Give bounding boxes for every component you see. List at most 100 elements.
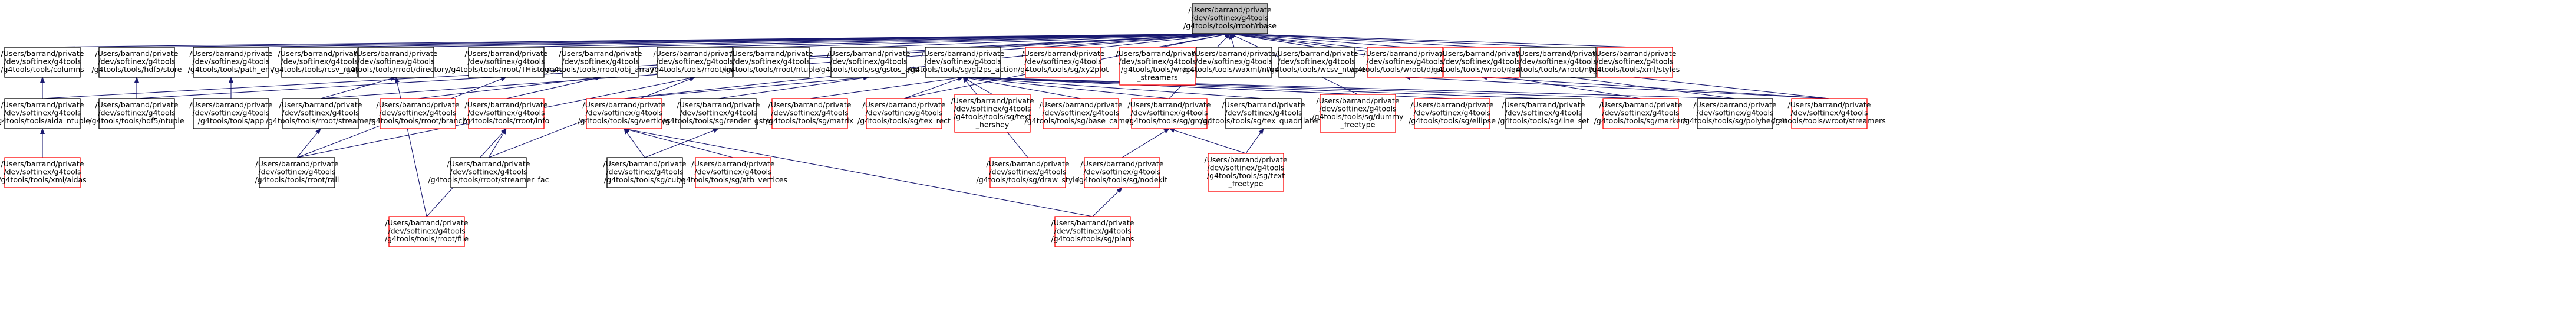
node-text_hershey[interactable]: /Users/barrand/private/dev/softinex/g4to…: [951, 94, 1034, 133]
node-label-line: /Users/barrand/private: [1502, 100, 1585, 109]
node-label-line: /Users/barrand/private: [1599, 100, 1682, 109]
node-streamer_fac[interactable]: /Users/barrand/private/dev/softinex/g4to…: [428, 157, 549, 188]
node-sg_plans[interactable]: /Users/barrand/private/dev/softinex/g4to…: [1051, 216, 1134, 247]
node-label-line: /dev/softinex/g4tools: [1443, 57, 1520, 66]
node-tex_rect[interactable]: /Users/barrand/private/dev/softinex/g4to…: [857, 98, 951, 129]
node-label-line: /g4tools/tools/rroot/iros: [652, 65, 738, 74]
node-gl2ps_action[interactable]: /Users/barrand/private/dev/softinex/g4to…: [908, 47, 1018, 78]
node-wcsv_ntuple[interactable]: /Users/barrand/private/dev/softinex/g4to…: [1268, 47, 1365, 78]
dependency-edge: [962, 75, 1641, 99]
node-app[interactable]: /Users/barrand/private/dev/softinex/g4to…: [189, 98, 273, 129]
node-label-line: /Users/barrand/private: [691, 159, 774, 168]
dependency-edge: [868, 31, 1231, 48]
node-box: [1505, 98, 1582, 129]
node-columns[interactable]: /Users/barrand/private/dev/softinex/g4to…: [1, 47, 84, 78]
edge-line_set-to-gl2ps_action: [962, 75, 1544, 99]
node-box: [1367, 47, 1443, 78]
node-line_set[interactable]: /Users/barrand/private/dev/softinex/g4to…: [1498, 98, 1589, 129]
node-rroot_streamers[interactable]: /Users/barrand/private/dev/softinex/g4to…: [266, 98, 375, 129]
node-aida_ntuple[interactable]: /Users/barrand/private/dev/softinex/g4to…: [0, 98, 90, 129]
node-text_freetype[interactable]: /Users/barrand/private/dev/softinex/g4to…: [1204, 153, 1288, 192]
dependency-edge: [488, 128, 507, 158]
node-box: [1131, 98, 1208, 129]
node-rroot_info[interactable]: /Users/barrand/private/dev/softinex/g4to…: [463, 98, 550, 129]
node-label-line: /Users/barrand/private: [827, 49, 910, 58]
node-xml_aidas[interactable]: /Users/barrand/private/dev/softinex/g4to…: [0, 157, 87, 188]
dependency-edge: [417, 76, 601, 99]
node-THistogram[interactable]: /Users/barrand/private/dev/softinex/g4to…: [448, 47, 564, 78]
node-label-line: /dev/softinex/g4tools: [1083, 168, 1160, 176]
edge-sg_cube-to-sg_vertices: [624, 128, 645, 158]
node-box: [380, 98, 456, 129]
node-tex_quadrilateral[interactable]: /Users/barrand/private/dev/softinex/g4to…: [1200, 98, 1327, 129]
node-polyhedron[interactable]: /Users/barrand/private/dev/softinex/g4to…: [1683, 98, 1787, 129]
node-base_camera[interactable]: /Users/barrand/private/dev/softinex/g4to…: [1025, 98, 1137, 129]
node-label-line: /dev/softinex/g4tools: [4, 168, 81, 176]
node-rcsv_ntuple[interactable]: /Users/barrand/private/dev/softinex/g4to…: [272, 47, 367, 78]
node-wroot_named[interactable]: /Users/barrand/private/dev/softinex/g4to…: [1431, 47, 1532, 78]
dependency-edge: [962, 75, 1544, 99]
node-hdf5_ntuple[interactable]: /Users/barrand/private/dev/softinex/g4to…: [89, 98, 184, 129]
dependency-edge: [600, 31, 1231, 48]
node-draw_style[interactable]: /Users/barrand/private/dev/softinex/g4to…: [977, 157, 1080, 188]
node-label-line: /g4tools/tools/sg/text: [954, 112, 1031, 121]
node-wroot_streamers[interactable]: /Users/barrand/private/dev/softinex/g4to…: [1116, 47, 1199, 86]
node-label-line: /Users/barrand/private: [1440, 49, 1523, 58]
node-label-line: /dev/softinex/g4tools: [680, 109, 757, 117]
node-label-line: /dev/softinex/g4tools: [830, 57, 907, 66]
node-label-line: /g4tools/tools/sg/matrix: [766, 116, 853, 125]
node-label-line: /Users/barrand/private: [862, 100, 945, 109]
node-box: [193, 47, 269, 78]
node-render_gstos[interactable]: /Users/barrand/private/dev/softinex/g4to…: [663, 98, 774, 129]
node-atb_vertices[interactable]: /Users/barrand/private/dev/softinex/g4to…: [679, 157, 787, 188]
node-label-line: /g4tools/tools/rroot/info: [463, 116, 550, 125]
node-waxml_ntuple[interactable]: /Users/barrand/private/dev/softinex/g4to…: [1183, 47, 1285, 78]
edge-rroot_iros-to-root: [694, 31, 1231, 48]
node-sg_nodekit[interactable]: /Users/barrand/private/dev/softinex/g4to…: [1077, 157, 1167, 188]
node-xy2plot[interactable]: /Users/barrand/private/dev/softinex/g4to…: [1018, 47, 1109, 78]
node-obj_array[interactable]: /Users/barrand/private/dev/softinex/g4to…: [547, 47, 654, 78]
node-wroot_directory[interactable]: /Users/barrand/private/dev/softinex/g4to…: [1351, 47, 1460, 78]
node-sg_markers[interactable]: /Users/barrand/private/dev/softinex/g4to…: [1594, 98, 1688, 129]
node-label-line: /dev/softinex/g4tools: [954, 104, 1031, 113]
node-wroot_streamers2[interactable]: /Users/barrand/private/dev/softinex/g4to…: [1773, 98, 1886, 129]
node-label-line: /g4tools/tools/sg/xy2plot: [1018, 65, 1109, 74]
node-sg_vertices[interactable]: /Users/barrand/private/dev/softinex/g4to…: [578, 98, 671, 129]
node-label-line: /dev/softinex/g4tools: [1207, 163, 1284, 172]
node-hdf5store[interactable]: /Users/barrand/private/dev/softinex/g4to…: [92, 47, 182, 78]
dependency-edge: [1229, 31, 1635, 48]
node-label-line: /Users/barrand/private: [278, 49, 361, 58]
node-rroot_directory[interactable]: /Users/barrand/private/dev/softinex/g4to…: [344, 47, 450, 78]
node-label-line: /Users/barrand/private: [986, 159, 1069, 168]
node-box: [1697, 98, 1773, 129]
node-label-line: /g4tools/tools/sg/nodekit: [1077, 175, 1167, 184]
node-label-line: /dev/softinex/g4tools: [1790, 109, 1868, 117]
node-sg_group[interactable]: /Users/barrand/private/dev/softinex/g4to…: [1127, 98, 1212, 129]
node-label-line: /g4tools/tools/sg/text: [1207, 171, 1285, 180]
node-box: [1520, 47, 1597, 78]
dependency-edge: [624, 127, 734, 158]
node-rroot_file[interactable]: /Users/barrand/private/dev/softinex/g4to…: [385, 216, 469, 247]
node-sg_matrix[interactable]: /Users/barrand/private/dev/softinex/g4to…: [766, 98, 853, 129]
node-label-line: /g4tools/tools/app: [198, 116, 264, 125]
node-xml_styles[interactable]: /Users/barrand/private/dev/softinex/g4to…: [1590, 47, 1680, 78]
node-wroot_ntuple[interactable]: /Users/barrand/private/dev/softinex/g4to…: [1509, 47, 1608, 78]
node-gstos_add[interactable]: /Users/barrand/private/dev/softinex/g4to…: [819, 47, 919, 78]
node-rroot_branch[interactable]: /Users/barrand/private/dev/softinex/g4to…: [369, 98, 467, 129]
node-rroot_iros[interactable]: /Users/barrand/private/dev/softinex/g4to…: [652, 47, 738, 78]
dependency-edge: [962, 76, 1081, 99]
node-text_freetype_dummy[interactable]: /Users/barrand/private/dev/softinex/g4to…: [1312, 94, 1404, 133]
node-rroot_ntuple[interactable]: /Users/barrand/private/dev/softinex/g4to…: [724, 47, 820, 78]
node-label-line: /dev/softinex/g4tools: [694, 168, 771, 176]
dependency-edge: [1229, 33, 1235, 48]
node-label-line: /dev/softinex/g4tools: [585, 109, 662, 117]
node-path_env[interactable]: /Users/barrand/private/dev/softinex/g4to…: [188, 47, 275, 78]
node-label-line: /Users/barrand/private: [464, 100, 547, 109]
node-label-line: /g4tools/tools/xml/aidas: [0, 175, 87, 184]
node-box: [1084, 157, 1160, 188]
node-box: [4, 157, 81, 188]
node-sg_cube[interactable]: /Users/barrand/private/dev/softinex/g4to…: [603, 157, 687, 188]
node-rroot_rall[interactable]: /Users/barrand/private/dev/softinex/g4to…: [255, 157, 339, 188]
node-sg_ellipse[interactable]: /Users/barrand/private/dev/softinex/g4to…: [1409, 98, 1496, 129]
node-box: [98, 47, 175, 78]
